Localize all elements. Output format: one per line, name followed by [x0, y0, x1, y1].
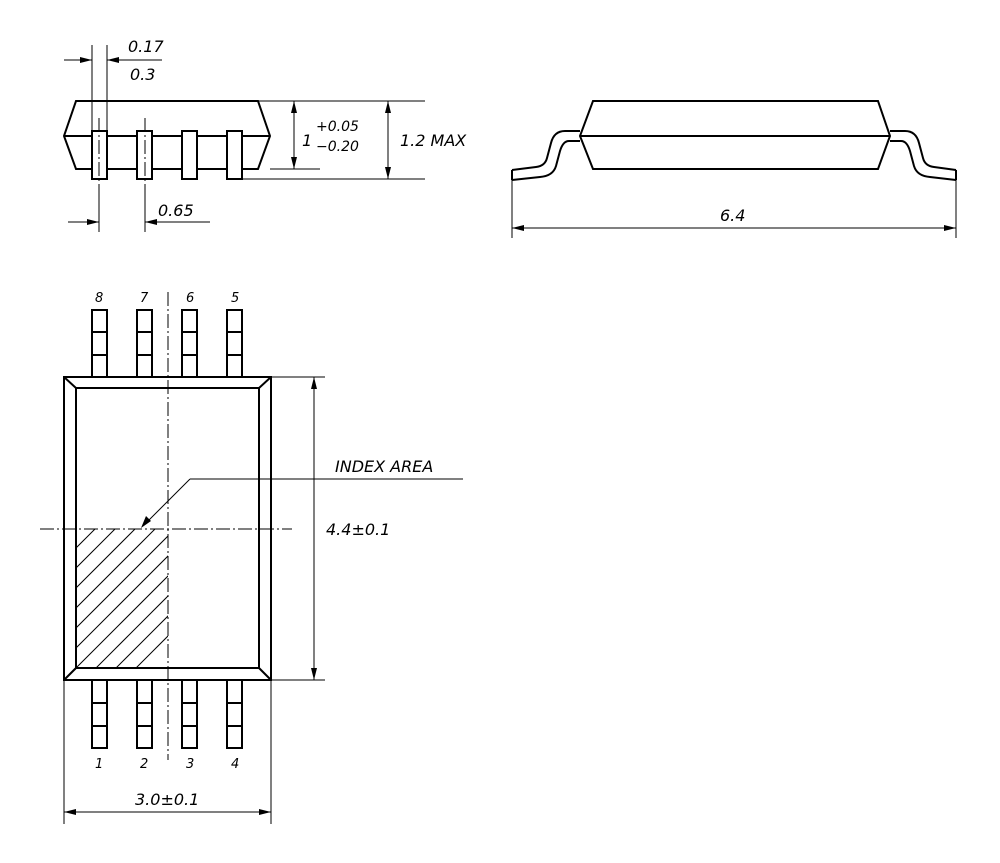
end-view: 6.4: [511, 100, 957, 238]
pin-number-3: 3: [186, 757, 194, 772]
top-lead-7: [136, 309, 153, 378]
thickness-tol-plus-label: +0.05: [316, 119, 359, 135]
overall-height-label: 1.2 MAX: [400, 131, 467, 150]
lead-width-min-label: 0.17: [128, 37, 164, 56]
pitch-label: 0.65: [158, 201, 194, 220]
left-gull-lead: [511, 130, 580, 171]
top-lead-6: [181, 309, 198, 378]
right-gull-lead: [890, 130, 957, 171]
index-area-hatch: [76, 529, 168, 668]
pin-number-2: 2: [140, 757, 148, 772]
bottom-lead-1: [91, 679, 108, 749]
side-lead-4: [226, 130, 243, 180]
top-leads: [91, 309, 243, 378]
body-width-label: 3.0±0.1: [135, 790, 199, 809]
index-area-label: INDEX AREA: [335, 457, 433, 476]
thickness-tol-minus-label: −0.20: [316, 139, 359, 155]
bottom-lead-4: [226, 679, 243, 749]
pin-number-7: 7: [140, 291, 149, 306]
bottom-leads: [91, 679, 243, 749]
top-view: 8 7 6 5 1 2 3 4 INDEX AREA 4.4±0.1 3.0±0…: [40, 291, 463, 824]
pin-number-4: 4: [231, 757, 239, 772]
pin-number-6: 6: [186, 291, 194, 306]
bottom-lead-2: [136, 679, 153, 749]
side-lead-3: [181, 130, 198, 180]
pin-number-8: 8: [95, 291, 103, 306]
top-lead-5: [226, 309, 243, 378]
bottom-lead-3: [181, 679, 198, 749]
thickness-nominal-label: 1: [302, 131, 312, 150]
pin-number-1: 1: [95, 757, 103, 772]
body-length-label: 4.4±0.1: [326, 520, 390, 539]
lead-width-max-label: 0.3: [130, 65, 155, 84]
side-view: 0.17 0.3 0.65 1 +0.05 −0.20 1.2 MAX: [62, 37, 467, 232]
side-leads: [91, 130, 243, 180]
top-lead-8: [91, 309, 108, 378]
pin-number-5: 5: [231, 291, 239, 306]
overall-width-label: 6.4: [720, 206, 745, 225]
